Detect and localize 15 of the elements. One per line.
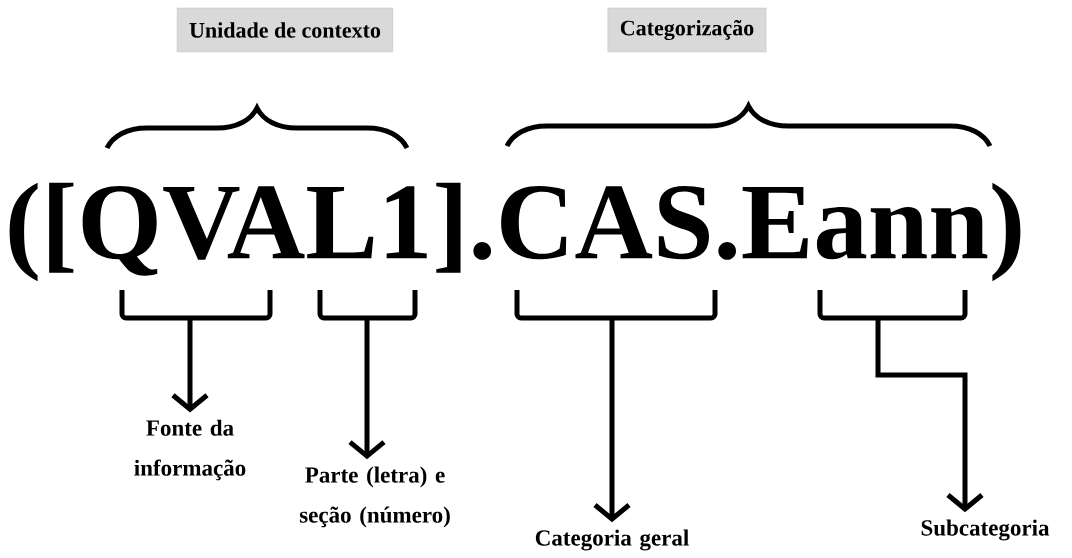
label-text: Fonte da informação [134,419,246,481]
bracket [317,290,418,321]
label-box: Categorização [607,7,767,53]
code-text: ([QVAL1].CAS.Eann) [9,182,1021,282]
label-text: Categoria geral [535,529,689,551]
bracket [817,290,968,321]
bracket [514,290,718,321]
bracket [119,290,273,321]
arrow [593,319,631,523]
label-text: Parte (letra) e seção (número) [299,466,450,528]
label-text: Subcategoria [921,519,1050,541]
arrow [171,319,209,413]
label-box: Unidade de contexto [176,7,394,53]
arrow [875,319,984,513]
arrow [348,319,386,460]
